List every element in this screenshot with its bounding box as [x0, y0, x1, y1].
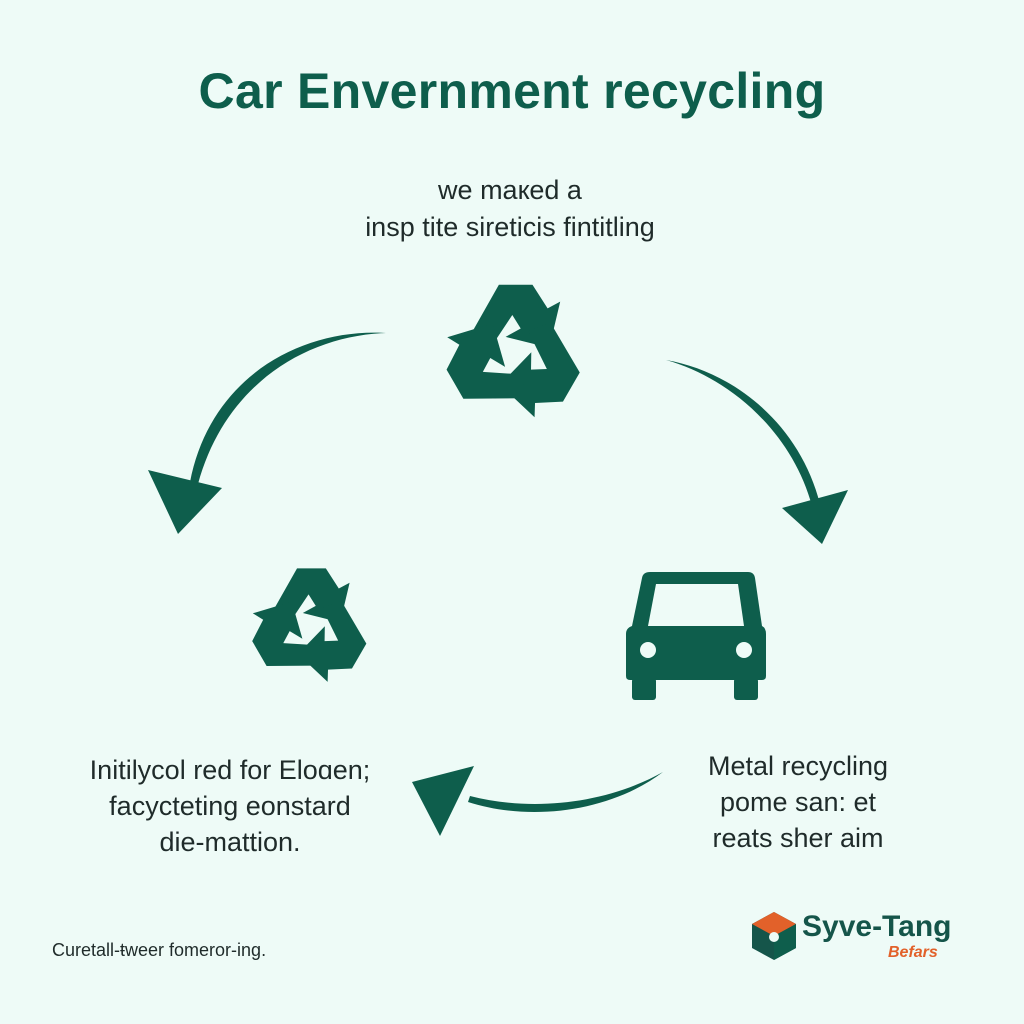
- right-caption-line-1: Metal recycling: [707, 751, 889, 781]
- left-caption-line-3: die-mattion.: [159, 827, 301, 857]
- right-caption: Metal recycling pome san: et reats sher …: [666, 748, 930, 856]
- car-icon: [626, 572, 766, 700]
- arrow-top-right: [666, 360, 848, 544]
- recycle-icon-top: [432, 284, 595, 426]
- left-caption: Initilycol red for Eloɑen; facycteting e…: [40, 752, 420, 860]
- diagram-title: Car Envernment recycling: [198, 63, 826, 119]
- recycle-icon-left: [240, 568, 379, 690]
- subtitle-line-1: we maкed a: [438, 175, 582, 205]
- arrow-bottom: [412, 766, 663, 836]
- right-caption-line-3: reats sher aim: [712, 823, 884, 853]
- left-caption-line-2: facycteting eonstard: [109, 791, 351, 821]
- logo-name: Syve-Tang: [802, 910, 952, 943]
- brand-logo: Syve-Tang Befars: [750, 906, 980, 970]
- left-caption-line-1: Initilycol red for Eloɑen;: [89, 755, 371, 785]
- arrow-top-left: [148, 332, 386, 534]
- right-caption-line-2: pome san: et: [719, 787, 877, 817]
- logo-tagline: Befars: [888, 944, 938, 961]
- logo-mark-icon: [752, 912, 796, 960]
- footer-note: Curetall-ŧweer fomeror-ing.: [52, 940, 267, 960]
- subtitle-line-2: insp tite sireticis fintitling: [365, 212, 655, 242]
- subtitle: we maкed a insp tite sireticis fintitlin…: [230, 172, 790, 246]
